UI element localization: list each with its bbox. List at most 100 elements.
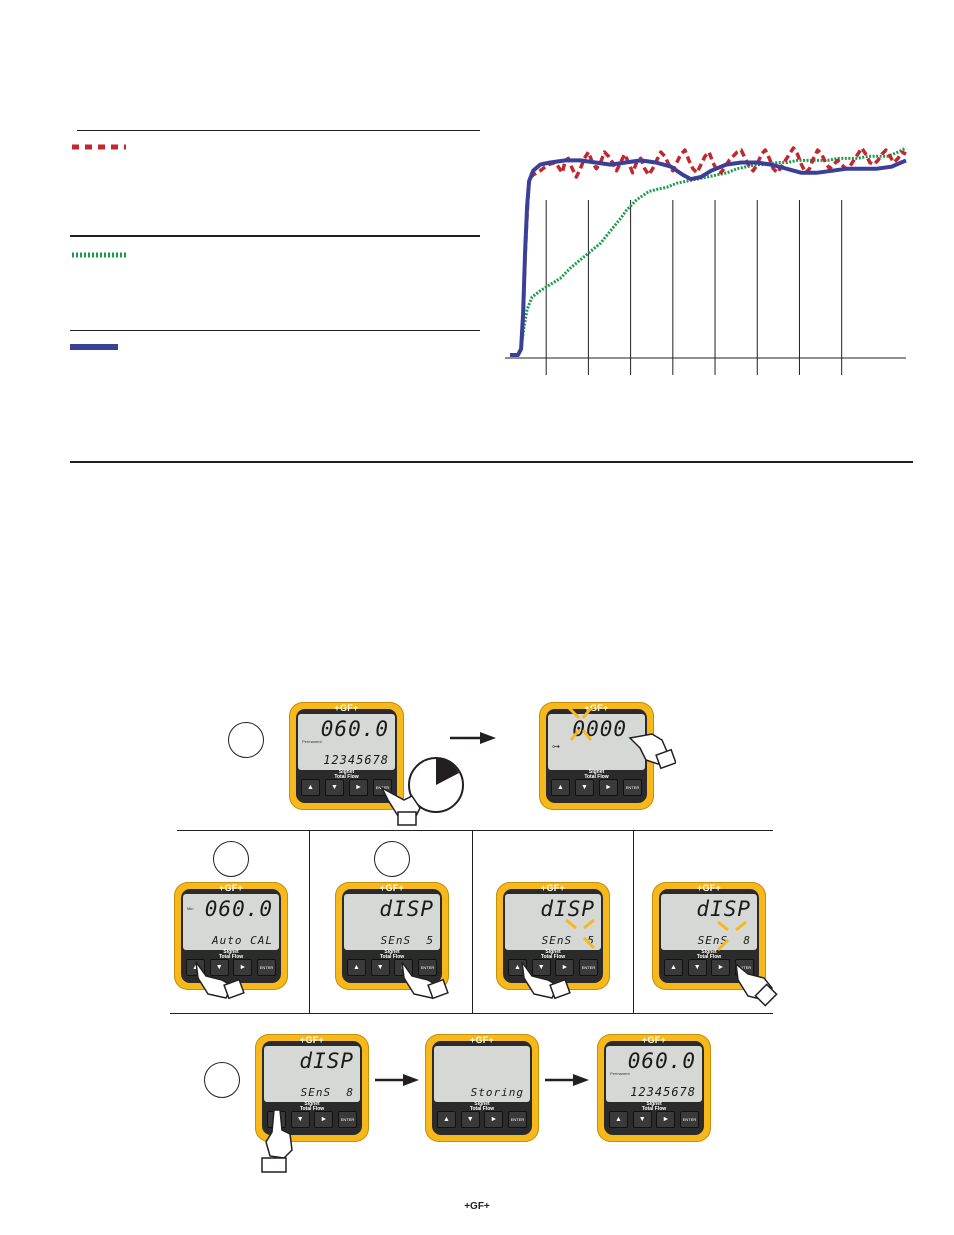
meter-logo: +GF+ [540,883,566,893]
lcd-line2: SEnS 5 [380,934,434,948]
right-button[interactable]: ► [599,779,618,796]
enter-button[interactable]: ENTER [623,779,642,796]
right-button[interactable]: ► [233,959,253,976]
up-button[interactable]: ▲ [609,1111,628,1128]
step-circle-1 [228,722,264,758]
arrow-right-icon [375,1074,419,1086]
response-chart [505,146,907,375]
meter-lcd: dISP SEnS 8 [661,894,757,951]
down-button[interactable]: ▼ [370,959,390,976]
right-button[interactable]: ► [555,959,575,976]
brand-line2: Total Flow [218,954,244,960]
brand-line2: Total Flow [379,954,405,960]
arrow-right-icon [545,1074,589,1086]
down-button[interactable]: ▼ [325,779,344,796]
lcd-line2: Auto CAL [212,934,273,948]
step-circle-3 [374,841,410,877]
meter-lcd: 060.0 Min Auto CAL [183,894,279,951]
meter-keys: ▲ ▼ ► ENTER [437,1111,527,1128]
down-button[interactable]: ▼ [632,1111,652,1128]
right-button[interactable]: ► [711,959,731,976]
right-button[interactable]: ► [656,1111,676,1128]
lcd-line2: Storing [470,1086,524,1100]
right-button[interactable]: ► [314,1111,334,1128]
meter-lcd: dISP SEnS 5 [505,894,601,951]
right-button[interactable]: ► [484,1111,504,1128]
lcd-line1: 0000 [572,717,627,741]
brand-line1: Signet [646,1101,662,1107]
row2-divider-3 [633,830,634,1014]
lcd-line1: dISP [299,1049,354,1073]
legend-rule-bottom [70,330,480,331]
meter-lcd: 060.0 Permanent 12345678 [298,714,395,771]
chart-series-solid [510,158,907,357]
footer-logo: +GF+ [464,1201,490,1212]
enter-button[interactable]: ENTER [337,1111,357,1128]
meter-lcd: 0000 ⊶ [548,714,645,771]
row2-divider-2 [472,830,473,1014]
brand-line1: Signet [384,949,400,955]
up-button[interactable]: ▲ [437,1111,456,1128]
lcd-tiny-label: Permanent [302,739,322,744]
down-button[interactable]: ▼ [460,1111,480,1128]
down-button[interactable]: ▼ [531,959,551,976]
legend-rule-top [77,130,480,131]
timer-icon [408,757,464,813]
down-button[interactable]: ▼ [687,959,707,976]
meter-logo: +GF+ [299,1035,325,1045]
meter-logo: +GF+ [334,703,359,713]
lcd-line1: 060.0 [320,717,389,741]
up-button[interactable]: ▲ [551,779,570,796]
enter-button[interactable]: ENTER [417,959,437,976]
down-button[interactable]: ▼ [290,1111,310,1128]
chart-series-dotted [510,146,907,357]
key-icon: ⊶ [552,742,560,751]
down-button[interactable]: ▼ [575,779,594,796]
brand-line1: Signet [474,1101,490,1107]
enter-button[interactable]: ENTER [507,1111,527,1128]
arrow-right-icon [450,732,496,744]
meter-logo: +GF+ [584,703,609,713]
enter-button[interactable]: ENTER [578,959,598,976]
meter-logo: +GF+ [379,883,405,893]
brand-line1: Signet [545,949,561,955]
meter-lcd: dISP SEnS 8 [264,1046,360,1103]
brand-line1: Signet [338,769,355,775]
chart-gridlines [545,200,843,375]
down-button[interactable]: ▼ [209,959,229,976]
meter-keys: ▲ ▼ ► ENTER [664,959,754,976]
brand-line2: Total Flow [469,1106,495,1112]
up-button[interactable]: ▲ [301,779,320,796]
chart-series [510,146,907,357]
hand-press-icon [521,961,571,1000]
brand-line2: Total Flow [299,1106,325,1112]
up-button[interactable]: ▲ [347,959,366,976]
meter-logo: +GF+ [641,1035,667,1045]
enter-button[interactable]: ENTER [679,1111,699,1128]
up-button[interactable]: ▲ [664,959,683,976]
meter-keys: ▲ ▼ ► ENTER [609,1111,699,1128]
lcd-line1: 060.0 [627,1049,696,1073]
enter-button[interactable]: ENTER [256,959,276,976]
lcd-tiny-label: Permanent [610,1071,630,1076]
right-button[interactable]: ► [349,779,368,796]
lcd-line1: dISP [696,897,751,921]
brand-line2: Total Flow [334,774,359,780]
lcd-line2: SEnS 8 [300,1086,354,1100]
lcd-line1: dISP [379,897,434,921]
